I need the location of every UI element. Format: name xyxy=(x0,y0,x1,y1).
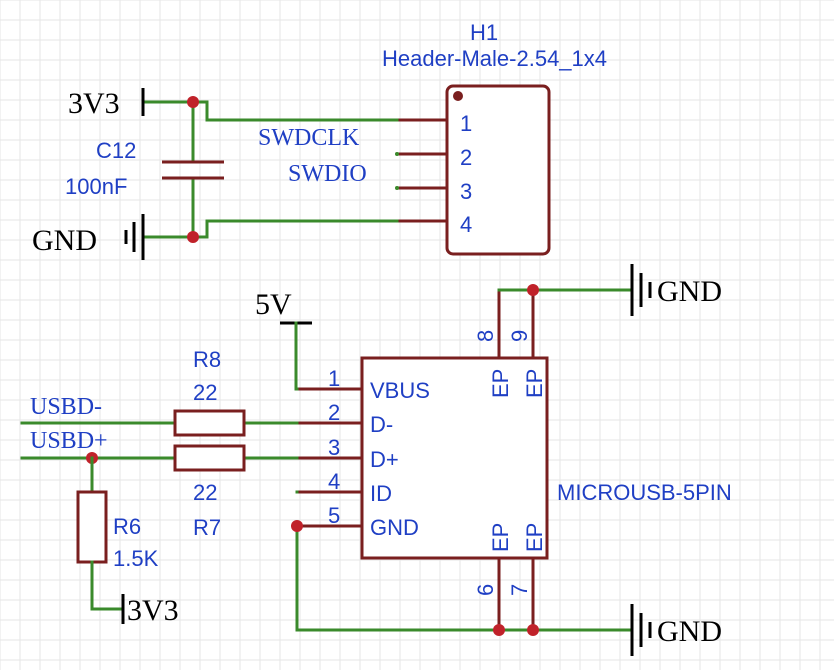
swdio-stub-dot xyxy=(395,186,399,190)
h1-pin2-num: 2 xyxy=(460,145,472,170)
r7-body xyxy=(173,444,246,472)
r8-body xyxy=(173,409,246,437)
resistor-r8[interactable]: R8 22 xyxy=(173,347,246,437)
net-label-usbd-plus: USBD+ xyxy=(30,428,108,454)
power-5v-label: 5V xyxy=(255,288,292,321)
junction-ep6 xyxy=(493,624,505,636)
usb-pin8-name: EP xyxy=(488,369,513,398)
junction-gnd-top xyxy=(527,284,539,296)
swdclk-stub-dot xyxy=(395,152,399,156)
usb-pin3-num: 3 xyxy=(328,435,340,460)
r7-value: 22 xyxy=(193,480,217,505)
h1-pin4-num: 4 xyxy=(460,212,472,237)
h1-pin3-num: 3 xyxy=(460,179,472,204)
junction-usb-gnd xyxy=(291,520,303,532)
power-5v: 5V xyxy=(255,288,312,325)
usb-part-name: MICROUSB-5PIN xyxy=(557,480,732,505)
r8-designator: R8 xyxy=(193,347,221,372)
h1-footprint: Header-Male-2.54_1x4 xyxy=(382,46,607,71)
usb-pin6-num: 6 xyxy=(473,584,498,596)
usb-pin4-name: ID xyxy=(370,481,392,506)
capacitor-c12[interactable]: C12 100nF xyxy=(65,138,224,199)
usb-connector[interactable]: 1 2 3 4 5 VBUS D- D+ ID GND 8 9 EP EP EP… xyxy=(297,290,732,630)
usb-pin9-num: 9 xyxy=(507,330,532,342)
wire-gnd-h1 xyxy=(141,219,399,239)
gnd-symbol-left: GND xyxy=(32,214,145,260)
wire-r6-3v3 xyxy=(90,560,124,611)
power-3v3-bottom: 3V3 xyxy=(121,594,179,627)
h1-pin1-num: 1 xyxy=(460,111,472,136)
usb-pin8-num: 8 xyxy=(473,330,498,342)
net-label-usbd-minus: USBD- xyxy=(30,394,102,420)
net-label-swdclk: SWDCLK xyxy=(258,125,360,151)
usb-pin5-name: GND xyxy=(370,515,419,540)
usb-pin2-name: D- xyxy=(370,412,393,437)
power-3v3-bottom-label: 3V3 xyxy=(127,594,179,627)
resistor-r6[interactable]: R6 1.5K xyxy=(76,490,159,571)
h1-pin1-marker xyxy=(453,91,463,101)
gnd-left-label: GND xyxy=(32,224,97,257)
net-label-swdio: SWDIO xyxy=(288,161,367,187)
resistor-r7[interactable]: 22 R7 xyxy=(173,444,246,540)
r6-value: 1.5K xyxy=(113,546,159,571)
c12-value: 100nF xyxy=(65,174,127,199)
junction-3v3-top xyxy=(187,96,199,108)
usb-pin9-name: EP xyxy=(522,369,547,398)
gnd-right-bottom-label: GND xyxy=(657,615,722,648)
r6-designator: R6 xyxy=(113,514,141,539)
usb-pin3-name: D+ xyxy=(370,447,399,472)
header-h1[interactable]: H1 Header-Male-2.54_1x4 1 2 3 4 xyxy=(382,20,607,256)
usb-pin5-num: 5 xyxy=(328,503,340,528)
usb-body xyxy=(360,356,549,560)
gnd-symbol-right-top: GND xyxy=(630,264,722,316)
c12-designator: C12 xyxy=(96,138,136,163)
usb-pin7-num: 7 xyxy=(507,584,532,596)
gnd-right-top-label: GND xyxy=(657,275,722,308)
power-3v3-top-label: 3V3 xyxy=(68,87,120,120)
h1-body xyxy=(445,84,551,256)
power-3v3-top: 3V3 xyxy=(68,87,145,120)
r7-designator: R7 xyxy=(193,515,221,540)
usb-pin1-name: VBUS xyxy=(370,378,430,403)
wire-gnd-bottom xyxy=(295,524,634,632)
usb-pin2-num: 2 xyxy=(328,400,340,425)
junction-ep7 xyxy=(527,624,539,636)
wire-3v3-h1 xyxy=(141,100,399,122)
gnd-symbol-right-bottom: GND xyxy=(630,604,722,656)
usb-pin4-num: 4 xyxy=(328,469,340,494)
junction-gnd-left xyxy=(187,231,199,243)
r8-value: 22 xyxy=(193,380,217,405)
usb-pin1-num: 1 xyxy=(328,366,340,391)
h1-designator: H1 xyxy=(470,20,498,45)
r6-body xyxy=(76,490,108,564)
usb-pin7-name: EP xyxy=(522,523,547,552)
usb-pin6-name: EP xyxy=(488,523,513,552)
